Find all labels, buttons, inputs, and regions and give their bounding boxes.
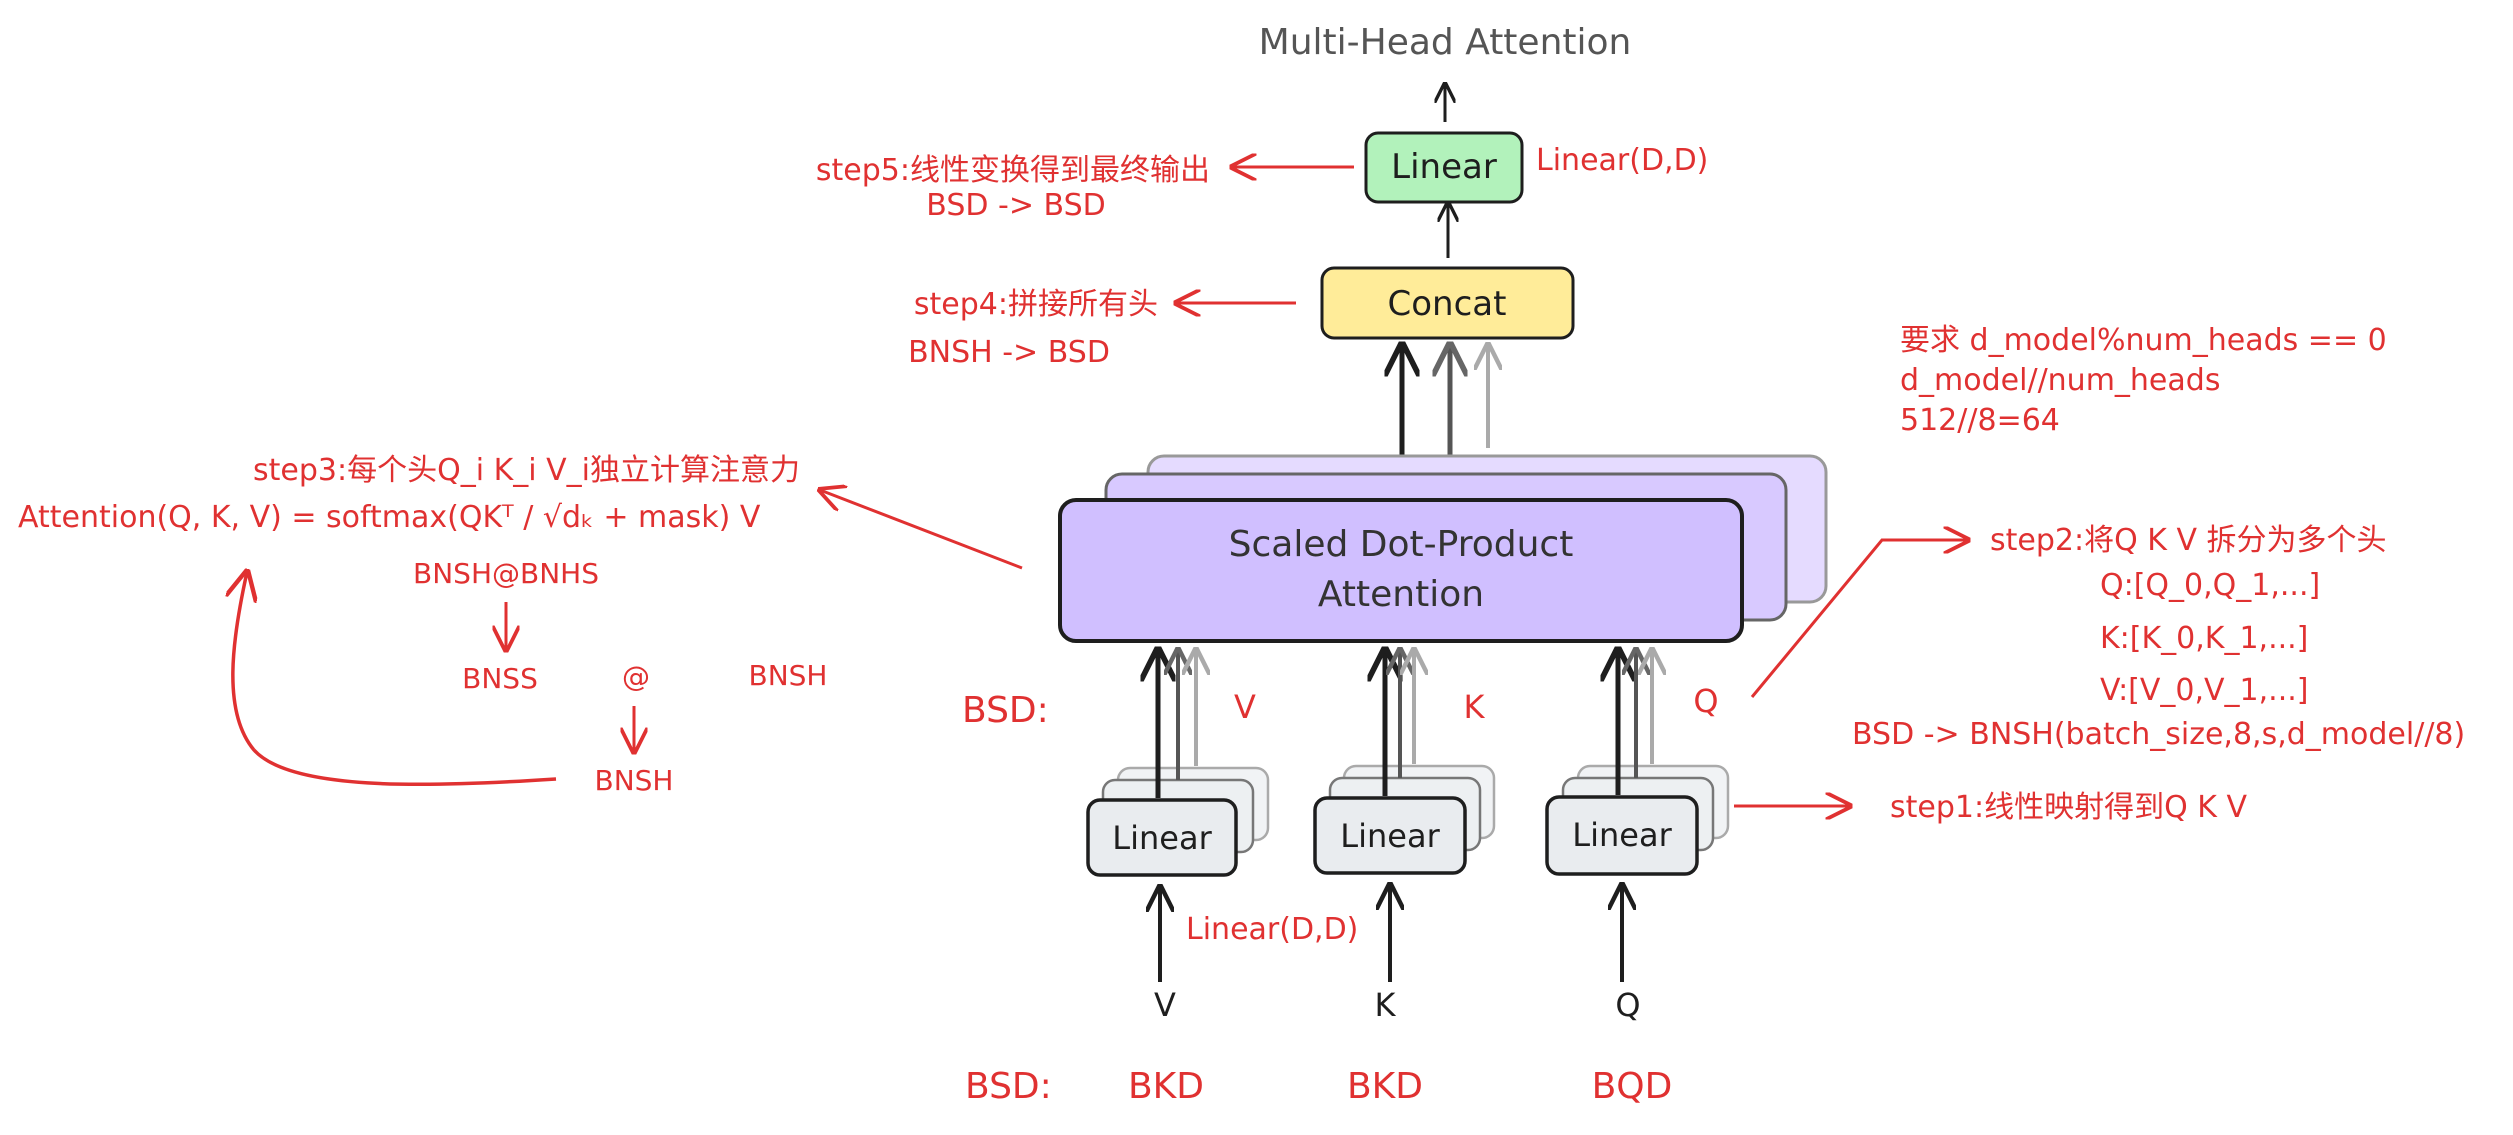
bnsh-right-label: BNSH bbox=[749, 659, 828, 692]
step2-label-line1: step2:将Q K V 拆分为多个头 bbox=[1990, 523, 2387, 558]
linear-k-label: Linear bbox=[1340, 817, 1440, 855]
bsd-bottom-label: BSD: bbox=[965, 1066, 1052, 1107]
step1-label: step1:线性映射得到Q K V bbox=[1890, 790, 2247, 825]
bnsh-bnhs-label: BNSH@BNHS bbox=[413, 557, 599, 590]
requirement-line3: 512//8=64 bbox=[1900, 403, 2060, 438]
linear-q-label: Linear bbox=[1572, 816, 1672, 854]
sdpa-stack: Scaled Dot-Product Attention bbox=[1058, 454, 1828, 643]
sdpa-front-box bbox=[1058, 498, 1744, 643]
matmul-at-label: @ bbox=[622, 660, 650, 693]
input-v-label: V bbox=[1154, 986, 1176, 1024]
bqd-label: BQD bbox=[1592, 1066, 1673, 1107]
linear-v-label: Linear bbox=[1112, 819, 1212, 857]
sdpa-label-line1: Scaled Dot-Product bbox=[1229, 524, 1574, 565]
step2-q-heads: Q:[Q_0,Q_1,...] bbox=[2100, 568, 2320, 603]
sdpa-label-line2: Attention bbox=[1318, 574, 1484, 615]
linear-dd-bottom-label: Linear(D,D) bbox=[1186, 912, 1358, 947]
step2-k-heads: K:[K_0,K_1,...] bbox=[2100, 621, 2308, 656]
step4-label-line2: BNSH -> BSD bbox=[908, 335, 1110, 370]
bsd-mid-label: BSD: bbox=[962, 690, 1049, 731]
linear-top-label: Linear bbox=[1391, 147, 1497, 187]
step4-label-line1: step4:拼接所有头 bbox=[914, 287, 1158, 322]
linear-top-box: Linear bbox=[1364, 131, 1524, 204]
input-q-label: Q bbox=[1615, 986, 1640, 1024]
step5-label-line1: step5:线性变换得到最终输出 bbox=[816, 153, 1210, 188]
input-k-label: K bbox=[1375, 986, 1397, 1024]
step3-loop-arrow bbox=[233, 572, 557, 787]
concat-label: Concat bbox=[1388, 284, 1507, 324]
linear-q-stack: Linear bbox=[1545, 764, 1730, 876]
step5-label-line2: BSD -> BSD bbox=[926, 188, 1105, 223]
requirement-line1: 要求 d_model%num_heads == 0 bbox=[1900, 323, 2387, 358]
bkd-k-label: BKD bbox=[1347, 1066, 1423, 1107]
step2-v-heads: V:[V_0,V_1,...] bbox=[2100, 673, 2309, 708]
bkd-v-label: BKD bbox=[1128, 1066, 1204, 1107]
concat-box: Concat bbox=[1320, 266, 1575, 340]
mid-k-label: K bbox=[1464, 688, 1486, 726]
bnsh-result-label: BNSH bbox=[595, 764, 674, 797]
mid-v-label: V bbox=[1234, 688, 1256, 726]
step3-arrow bbox=[820, 490, 1023, 570]
bnss-label: BNSS bbox=[462, 662, 538, 695]
linear-v-stack: Linear bbox=[1086, 766, 1270, 877]
step3-label-line1: step3:每个头Q_i K_i V_i独立计算注意力 bbox=[253, 453, 800, 488]
step2-shape-label: BSD -> BNSH(batch_size,8,s,d_model//8) bbox=[1852, 717, 2465, 752]
linear-k-stack: Linear bbox=[1313, 764, 1496, 875]
mid-q-label: Q bbox=[1693, 682, 1718, 720]
requirement-line2: d_model//num_heads bbox=[1900, 363, 2220, 398]
linear-dd-top-label: Linear(D,D) bbox=[1536, 143, 1708, 178]
step2-arrow bbox=[1750, 540, 1968, 698]
step3-formula: Attention(Q, K, V) = softmax(QKᵀ / √dₖ +… bbox=[18, 500, 761, 535]
diagram-title: Multi-Head Attention bbox=[1259, 22, 1632, 63]
